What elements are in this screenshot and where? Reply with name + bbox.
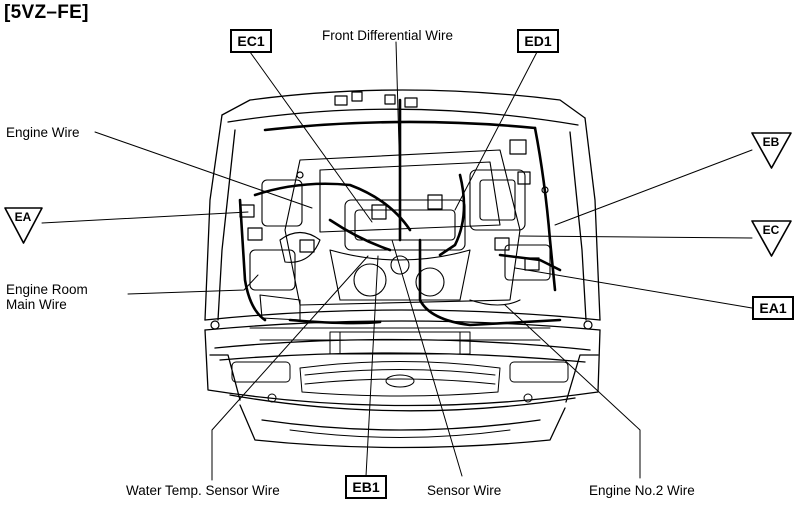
ground-ea-label: EA (14, 210, 32, 224)
wire-harness-paths (238, 98, 562, 327)
radiator-support (249, 327, 551, 438)
connector-ec1-box: EC1 (230, 29, 272, 53)
ground-eb-label: EB (762, 135, 780, 149)
engine-no2-wire-label: Engine No.2 Wire (589, 483, 695, 498)
engine-code-title: [5VZ–FE] (4, 2, 89, 23)
connector-ed1-box: ED1 (517, 29, 559, 53)
ground-triangles (4, 132, 792, 257)
ground-ec-label: EC (762, 223, 780, 237)
leader-lines (41, 41, 753, 481)
front-differential-wire-label: Front Differential Wire (322, 28, 454, 43)
vehicle-body-outline (204, 89, 601, 449)
engine-room-main-wire-label-line2: Main Wire (6, 297, 67, 312)
engine-wire-label: Engine Wire (6, 125, 80, 140)
water-temp-sensor-wire-label: Water Temp. Sensor Wire (126, 483, 280, 498)
sensor-wire-label: Sensor Wire (427, 483, 502, 498)
engine-block (249, 149, 551, 321)
connector-details (210, 91, 593, 330)
front-grille (231, 361, 569, 403)
engine-room-main-wire-label-line1: Engine Room (6, 282, 88, 297)
connector-ea1-box: EA1 (752, 296, 794, 320)
connector-eb1-box: EB1 (345, 475, 387, 499)
